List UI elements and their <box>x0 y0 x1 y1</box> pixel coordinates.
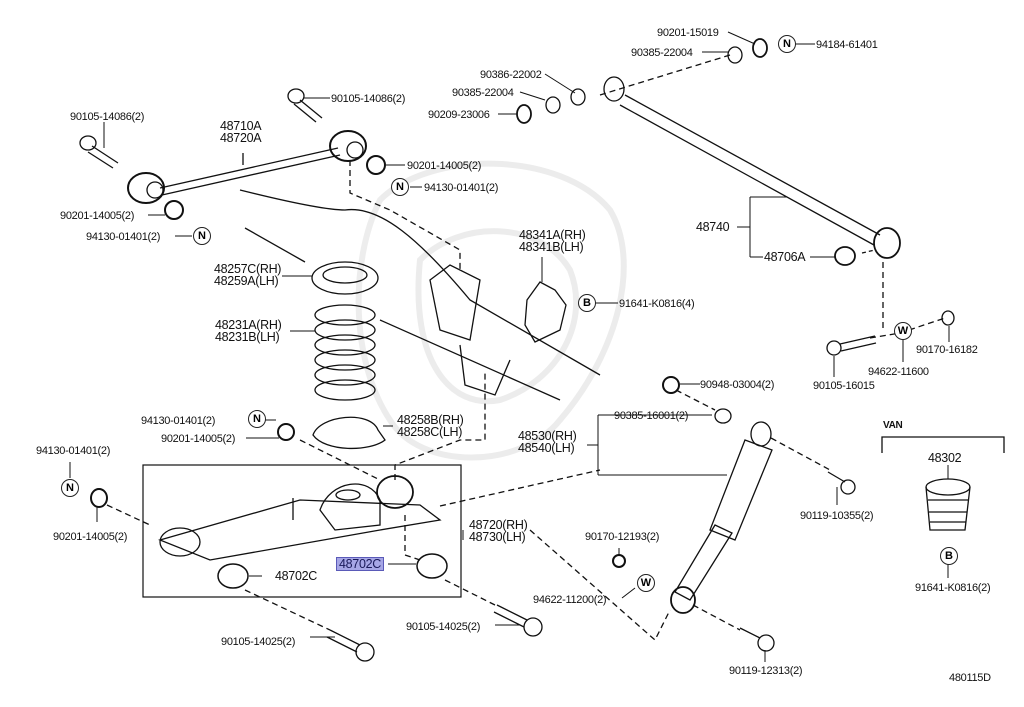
label-shock-bolt-lower[interactable]: 90119-12313(2) <box>729 665 803 677</box>
watermark <box>355 160 627 461</box>
label-bolt-upper-left[interactable]: 90105-14086(2) <box>70 111 145 123</box>
label-upper-arm-lh: 48720A <box>220 131 262 145</box>
label-spring-seat-lower-lh: 48258C(LH) <box>397 425 463 439</box>
label-lower-arm[interactable]: 48720(RH) 48730(LH) <box>469 518 528 544</box>
diagram-code: 480115D <box>949 672 991 684</box>
shock-bolt-lower <box>739 627 775 652</box>
lateral-rod <box>603 76 901 266</box>
section-label-van: VAN <box>883 420 903 431</box>
label-shock-bush[interactable]: 90385-16001(2) <box>614 410 689 422</box>
label-spring-seat-lower-rh: 48258B(RH) <box>397 413 464 427</box>
label-shock-absorber-rh: 48530(RH) <box>518 429 577 443</box>
label-washer-left[interactable]: 90201-14005(2) <box>53 531 128 543</box>
label-lower-bush-right-highlighted[interactable]: 48702C <box>336 557 384 571</box>
b-symbol-icon: B <box>940 547 958 565</box>
lower-bolt-left <box>326 629 375 662</box>
label-spring-seat-upper-rh: 48257C(RH) <box>214 262 282 276</box>
coil-spring <box>314 304 376 401</box>
bolt-upper-left <box>79 135 119 169</box>
label-coil-spring-rh: 48231A(RH) <box>215 318 282 332</box>
label-lat-washer-1[interactable]: 90386-22002 <box>480 69 542 81</box>
shock-bolt-upper <box>827 471 856 495</box>
lower-control-arm <box>157 475 442 561</box>
label-lat-washer[interactable]: 94622-11600 <box>868 366 929 378</box>
n-symbol-icon: N <box>778 35 796 53</box>
label-lat-bush-1[interactable]: 90385-22004 <box>452 87 514 99</box>
label-shock-absorber-lh: 48540(LH) <box>518 441 575 455</box>
label-washer-upper-left[interactable]: 90201-14005(2) <box>60 210 135 222</box>
label-lat-washer-top[interactable]: 90201-15019 <box>657 27 719 39</box>
label-bump-bolt[interactable]: 91641-K0816(2) <box>915 582 991 594</box>
label-lower-arm-rh: 48720(RH) <box>469 518 528 532</box>
label-nut-upper-left[interactable]: 94130-01401(2) <box>86 231 161 243</box>
label-lower-bush-left[interactable]: 48702C <box>275 569 317 583</box>
label-nut-left[interactable]: 94130-01401(2) <box>36 445 111 457</box>
label-lat-nut-top[interactable]: 94184-61401 <box>816 39 878 51</box>
label-shock-bolt-upper[interactable]: 90119-10355(2) <box>800 510 874 522</box>
label-shock-absorber[interactable]: 48530(RH) 48540(LH) <box>518 429 577 455</box>
bump-stopper <box>925 478 971 531</box>
label-coil-spring[interactable]: 48231A(RH) 48231B(LH) <box>215 318 282 344</box>
n-symbol-icon: N <box>391 178 409 196</box>
label-coil-spring-lh: 48231B(LH) <box>215 330 280 344</box>
lower-bolt-right <box>493 604 543 637</box>
bolt-upper-mid <box>287 88 323 123</box>
lat-bolt <box>826 335 877 356</box>
label-lateral-rod[interactable]: 48740 <box>696 220 730 234</box>
b-symbol-icon: B <box>578 294 596 312</box>
label-bolt-upper-mid[interactable]: 90105-14086(2) <box>331 93 406 105</box>
upper-control-arm <box>127 130 367 204</box>
label-spring-seat-upper-lh: 48259A(LH) <box>214 274 279 288</box>
label-upper-arm[interactable]: 48710A 48720A <box>220 119 262 145</box>
label-lower-bolt-left[interactable]: 90105-14025(2) <box>221 636 296 648</box>
label-shock-washer[interactable]: 94622-11200(2) <box>533 594 607 606</box>
n-symbol-icon: N <box>61 479 79 497</box>
label-lat-nut[interactable]: 90170-16182 <box>916 344 978 356</box>
label-nut-mid[interactable]: 94130-01401(2) <box>141 415 216 427</box>
shock-absorber <box>670 421 773 614</box>
label-bracket-bolt[interactable]: 91641-K0816(4) <box>619 298 695 310</box>
label-spring-seat-lower[interactable]: 48258B(RH) 48258C(LH) <box>397 413 464 439</box>
label-lat-washer-2[interactable]: 90209-23006 <box>428 109 490 121</box>
label-bracket-rh: 48341A(RH) <box>519 228 586 242</box>
label-bracket[interactable]: 48341A(RH) 48341B(LH) <box>519 228 586 254</box>
label-lower-bolt-right[interactable]: 90105-14025(2) <box>406 621 481 633</box>
w-symbol-icon: W <box>637 574 655 592</box>
label-washer-upper-right[interactable]: 90201-14005(2) <box>407 160 482 172</box>
label-lat-bolt[interactable]: 90105-16015 <box>813 380 875 392</box>
n-symbol-icon: N <box>193 227 211 245</box>
label-washer-mid[interactable]: 90201-14005(2) <box>161 433 236 445</box>
label-nut-upper-right[interactable]: 94130-01401(2) <box>424 182 499 194</box>
label-bump-stopper[interactable]: 48302 <box>928 451 962 465</box>
label-shock-cushion[interactable]: 90948-03004(2) <box>700 379 775 391</box>
label-spring-seat-upper[interactable]: 48257C(RH) 48259A(LH) <box>214 262 282 288</box>
n-symbol-icon: N <box>248 410 266 428</box>
w-symbol-icon: W <box>894 322 912 340</box>
label-bracket-lh: 48341B(LH) <box>519 240 584 254</box>
label-lower-arm-lh: 48730(LH) <box>469 530 526 544</box>
label-upper-arm-rh: 48710A <box>220 119 262 133</box>
label-shock-nut[interactable]: 90170-12193(2) <box>585 531 660 543</box>
label-lateral-bush[interactable]: 48706A <box>764 250 806 264</box>
label-lat-bush-top[interactable]: 90385-22004 <box>631 47 693 59</box>
